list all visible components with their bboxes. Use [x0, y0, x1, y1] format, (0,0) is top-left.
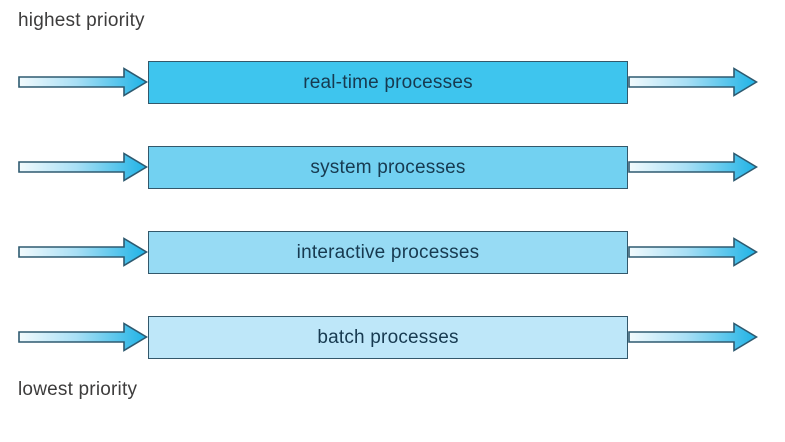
outflow-arrow-icon: [628, 322, 758, 352]
queue-box-system: system processes: [148, 146, 628, 189]
outflow-arrow-icon: [628, 237, 758, 267]
queue-label: batch processes: [317, 326, 459, 348]
queue-label: real-time processes: [303, 71, 473, 93]
outflow-arrow-icon: [628, 152, 758, 182]
queue-row-batch: batch processes: [0, 316, 785, 359]
queue-row-system: system processes: [0, 146, 785, 189]
queue-box-batch: batch processes: [148, 316, 628, 359]
inflow-arrow-icon: [18, 322, 148, 352]
inflow-arrow-icon: [18, 67, 148, 97]
queue-box-interactive: interactive processes: [148, 231, 628, 274]
queue-label: system processes: [310, 156, 466, 178]
inflow-arrow-icon: [18, 237, 148, 267]
outflow-arrow-icon: [628, 67, 758, 97]
queue-label: interactive processes: [296, 241, 480, 263]
queue-box-realtime: real-time processes: [148, 61, 628, 104]
inflow-arrow-icon: [18, 152, 148, 182]
queue-row-realtime: real-time processes: [0, 61, 785, 104]
highest-priority-label: highest priority: [18, 10, 145, 31]
lowest-priority-label: lowest priority: [18, 379, 138, 400]
queue-row-interactive: interactive processes: [0, 231, 785, 274]
